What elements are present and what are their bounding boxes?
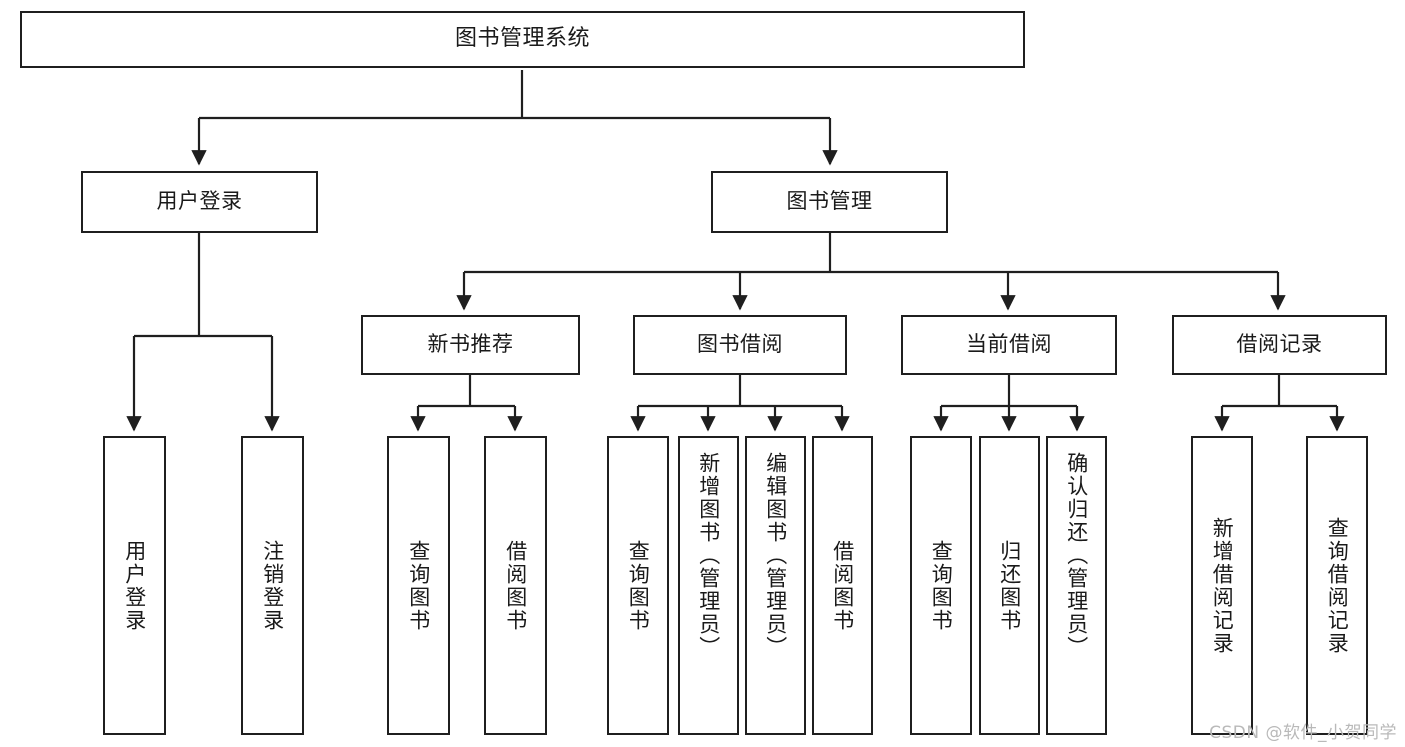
node-label: 当前借阅 — [966, 332, 1052, 357]
node-label: 图书管理 — [786, 189, 873, 214]
node-leaf-user-login[interactable]: 用户登录 — [103, 436, 166, 735]
node-label: 新书推荐 — [427, 332, 514, 357]
node-label: 查询图书 — [406, 539, 431, 632]
node-current-borrow[interactable]: 当前借阅 — [901, 315, 1117, 375]
node-label: 用户登录 — [156, 189, 243, 214]
node-leaf-edit-book-admin[interactable]: 编辑图书（管理员） — [745, 436, 806, 735]
node-leaf-query-book[interactable]: 查询图书 — [607, 436, 669, 735]
node-leaf-query-borrow-record[interactable]: 查询借阅记录 — [1306, 436, 1368, 735]
node-label: 归还图书 — [997, 539, 1022, 632]
node-label: 借阅图书 — [503, 539, 528, 632]
node-leaf-add-book-admin[interactable]: 新增图书（管理员） — [678, 436, 739, 735]
node-label: 新增借阅记录 — [1210, 516, 1235, 655]
node-leaf-add-borrow-record[interactable]: 新增借阅记录 — [1191, 436, 1253, 735]
node-new-book-recommend[interactable]: 新书推荐 — [361, 315, 580, 375]
node-label: 确认归还（管理员） — [1064, 452, 1089, 659]
node-label: 查询借阅记录 — [1325, 516, 1350, 655]
node-leaf-confirm-return-admin[interactable]: 确认归还（管理员） — [1046, 436, 1107, 735]
node-label: 编辑图书（管理员） — [763, 452, 788, 659]
node-book-management[interactable]: 图书管理 — [711, 171, 948, 233]
node-label: 借阅记录 — [1236, 332, 1323, 357]
node-label: 查询图书 — [929, 539, 954, 632]
node-root-system[interactable]: 图书管理系统 — [20, 11, 1025, 68]
node-label: 新增图书（管理员） — [696, 452, 721, 659]
node-label: 借阅图书 — [830, 539, 855, 632]
node-user-login[interactable]: 用户登录 — [81, 171, 318, 233]
node-label: 查询图书 — [626, 539, 651, 632]
node-label: 图书借阅 — [697, 332, 783, 357]
node-leaf-query-book-new[interactable]: 查询图书 — [387, 436, 450, 735]
node-label: 图书管理系统 — [454, 26, 590, 52]
node-leaf-query-book-current[interactable]: 查询图书 — [910, 436, 972, 735]
node-book-borrow[interactable]: 图书借阅 — [633, 315, 847, 375]
node-leaf-logout[interactable]: 注销登录 — [241, 436, 304, 735]
node-leaf-return-book[interactable]: 归还图书 — [979, 436, 1040, 735]
node-borrow-record[interactable]: 借阅记录 — [1172, 315, 1387, 375]
node-label: 注销登录 — [260, 539, 285, 632]
node-leaf-borrow-book-new[interactable]: 借阅图书 — [484, 436, 547, 735]
node-label: 用户登录 — [122, 539, 147, 632]
node-leaf-borrow-book[interactable]: 借阅图书 — [812, 436, 873, 735]
